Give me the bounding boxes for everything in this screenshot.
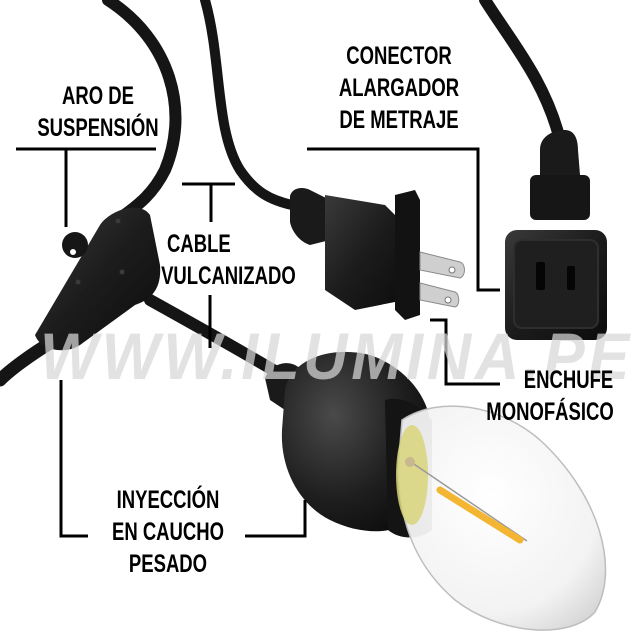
label-line: CABLE xyxy=(167,230,231,258)
extension-connector xyxy=(505,130,607,340)
y-junction xyxy=(35,207,161,351)
label-line: EN CAUCHO xyxy=(111,518,225,546)
label-line: ALARGADOR xyxy=(338,74,460,102)
label-line: SUSPENSIÓN xyxy=(37,114,159,142)
label-rubber-injection: INYECCIÓN EN CAUCHO PESADO xyxy=(94,484,242,580)
label-line: CONECTOR xyxy=(346,42,452,70)
label-single-phase-plug: ENCHUFE MONOFÁSICO xyxy=(469,364,632,428)
cable-to-plug xyxy=(200,0,297,210)
label-line: ENCHUFE xyxy=(523,366,614,394)
suspension-ring xyxy=(62,232,88,258)
label-line: ARO DE xyxy=(62,82,134,110)
label-extension-connector: CONECTOR ALARGADOR DE METRAJE xyxy=(325,40,473,136)
label-line: INYECCIÓN xyxy=(116,486,220,514)
label-suspension-ring: ARO DE SUSPENSIÓN xyxy=(24,80,172,144)
cable-to-connector xyxy=(479,0,566,146)
label-line: VULCANIZADO xyxy=(161,262,296,290)
label-line: DE METRAJE xyxy=(339,106,459,134)
cable-to-socket xyxy=(144,294,296,386)
callout-lines xyxy=(16,147,500,538)
label-vulcanized-cable: CABLE VULCANIZADO xyxy=(130,228,296,292)
label-line: MONOFÁSICO xyxy=(486,398,614,426)
plug xyxy=(290,188,465,320)
socket-and-bulb xyxy=(265,351,607,631)
label-line: PESADO xyxy=(128,550,208,578)
cable-left-loop xyxy=(102,0,182,226)
